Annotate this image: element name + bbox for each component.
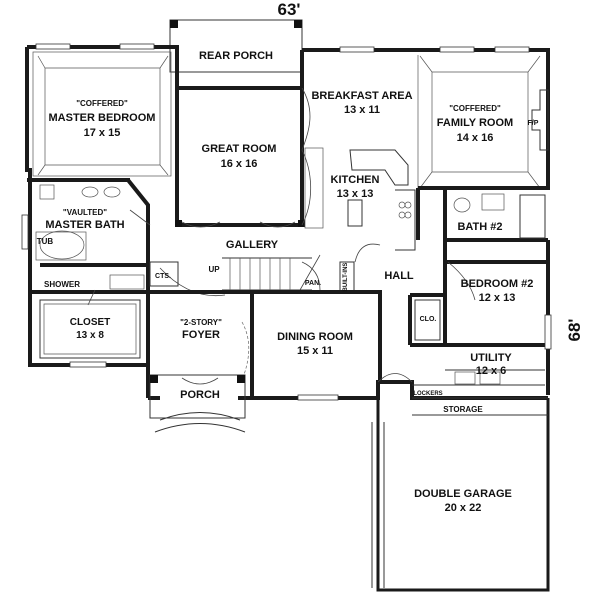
dining-room-size: 15 x 11 [297, 345, 333, 357]
master-bath-label: MASTER BATH [45, 219, 124, 231]
utility-room [377, 369, 545, 386]
family-room-label: FAMILY ROOM [437, 117, 513, 129]
stair-up-label: UP [208, 265, 220, 274]
utility-size: 12 x 6 [476, 365, 507, 377]
master-bedroom-size: 17 x 15 [84, 127, 121, 139]
family-room-size: 14 x 16 [457, 132, 494, 144]
bedroom-wing [408, 188, 552, 350]
garage-door-line [371, 422, 385, 588]
family-room [418, 46, 549, 190]
lockers-label: LOCKERS [413, 391, 442, 397]
dining-room [252, 290, 382, 401]
garage-wall [376, 398, 550, 592]
great-room-label: GREAT ROOM [202, 143, 277, 155]
fireplace-label: F/P [528, 120, 539, 127]
walk-in-closet [39, 299, 141, 368]
pantry-label: PAN. [305, 280, 321, 287]
double-garage-size: 20 x 22 [445, 502, 482, 514]
breakfast-area-size: 13 x 11 [344, 104, 380, 116]
foyer-label: FOYER [182, 329, 220, 341]
dining-room-label: DINING ROOM [277, 331, 353, 343]
bedroom2-label: BEDROOM #2 [461, 278, 534, 290]
foyer [148, 290, 254, 400]
width-dimension-label: 63' [278, 0, 301, 19]
front-porch [149, 374, 246, 433]
master-bedroom-note: "COFFERED" [76, 99, 128, 108]
bath2-label: BATH #2 [457, 221, 502, 233]
depth-dimension-label: 68' [565, 319, 584, 342]
master-bath-note: "VAULTED" [63, 208, 107, 217]
family-room-note: "COFFERED" [449, 104, 501, 113]
kitchen-label: KITCHEN [331, 174, 380, 186]
rear-porch [169, 19, 303, 73]
cts-label: CTS. [155, 273, 171, 280]
storage-label: STORAGE [443, 405, 483, 414]
closet-label: CLOSET [70, 317, 111, 328]
master-bedroom-label: MASTER BEDROOM [49, 112, 156, 124]
foyer-note: "2-STORY" [180, 318, 222, 327]
kitchen-area [300, 46, 420, 251]
great-room-size: 16 x 16 [221, 158, 258, 170]
gallery-label: GALLERY [226, 239, 279, 251]
shower-label: SHOWER [44, 280, 80, 289]
rear-porch-label: REAR PORCH [199, 50, 273, 62]
breakfast-area-label: BREAKFAST AREA [311, 90, 412, 102]
double-garage-label: DOUBLE GARAGE [414, 488, 512, 500]
storage-strip [412, 397, 548, 416]
closet-size: 13 x 8 [76, 330, 104, 341]
great-room [175, 86, 312, 228]
hall-label: HALL [384, 270, 414, 282]
closet-small-label: CLO. [420, 316, 437, 323]
kitchen-size: 13 x 13 [337, 188, 374, 200]
tub-label: TUB [37, 237, 54, 246]
utility-label: UTILITY [470, 352, 512, 364]
porch-label: PORCH [180, 389, 220, 401]
built-ins-label: BUILT-INS [343, 263, 349, 292]
bedroom2-size: 12 x 13 [479, 292, 516, 304]
master-bedroom [27, 43, 179, 225]
